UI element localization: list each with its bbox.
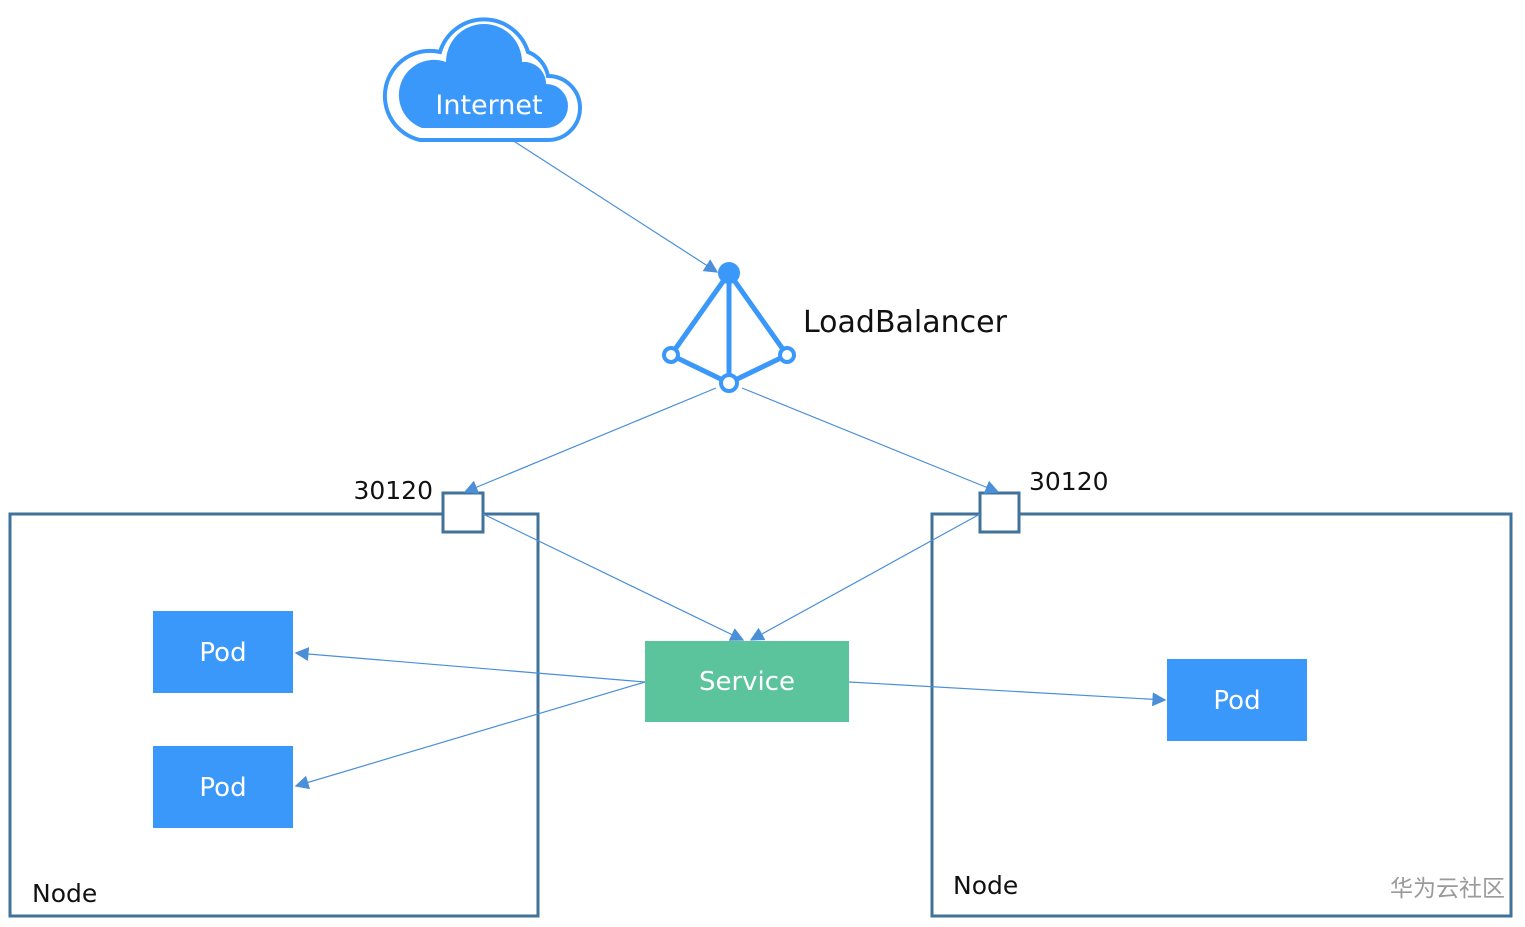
service-node: Service (645, 641, 849, 722)
pod-left-1-box (153, 611, 293, 693)
load-balancer-label: LoadBalancer (803, 305, 1008, 340)
arrow-left-port-to-service (482, 513, 745, 641)
cloud-icon (382, 17, 582, 142)
pod-left-1: Pod (153, 611, 293, 693)
pod-left-2-box (153, 746, 293, 828)
internet-label: Internet (435, 90, 542, 121)
node-left-port (441, 491, 485, 534)
pod-left-2: Pod (153, 746, 293, 828)
node-right-port (978, 491, 1021, 534)
internet-node: Internet (382, 17, 582, 142)
connectors (294, 139, 1167, 790)
node-left: Node 30120 Pod Pod (8, 476, 540, 918)
service-box (645, 641, 849, 722)
pod-left-1-label: Pod (199, 638, 246, 668)
pod-right-1-label: Pod (1213, 686, 1260, 716)
node-left-port-label: 30120 (353, 476, 433, 505)
arrow-service-to-pod-right-1 (848, 681, 1167, 707)
load-balancer-icon (662, 262, 796, 393)
node-left-label: Node (32, 879, 97, 908)
pod-left-2-label: Pod (199, 773, 246, 803)
node-right-frame (930, 512, 1513, 918)
node-right-label: Node (953, 871, 1018, 900)
arrow-service-to-pod-left-1 (294, 647, 646, 683)
load-balancer-node: LoadBalancer (662, 262, 1008, 393)
watermark: 华为云社区 (1390, 876, 1505, 902)
arrow-right-port-to-service (749, 513, 981, 641)
pod-right-1-box (1167, 659, 1307, 741)
node-right: Node 30120 Pod 华为云社区 (930, 467, 1513, 918)
arrow-internet-to-loadbalancer (511, 139, 719, 273)
arrow-loadbalancer-to-left-port (463, 387, 717, 494)
arrow-loadbalancer-to-right-port (741, 387, 1000, 494)
pod-right-1: Pod (1167, 659, 1307, 741)
node-left-frame (8, 512, 540, 918)
service-label: Service (699, 667, 795, 697)
node-right-port-label: 30120 (1029, 467, 1109, 496)
arrow-service-to-pod-left-2 (294, 681, 646, 790)
